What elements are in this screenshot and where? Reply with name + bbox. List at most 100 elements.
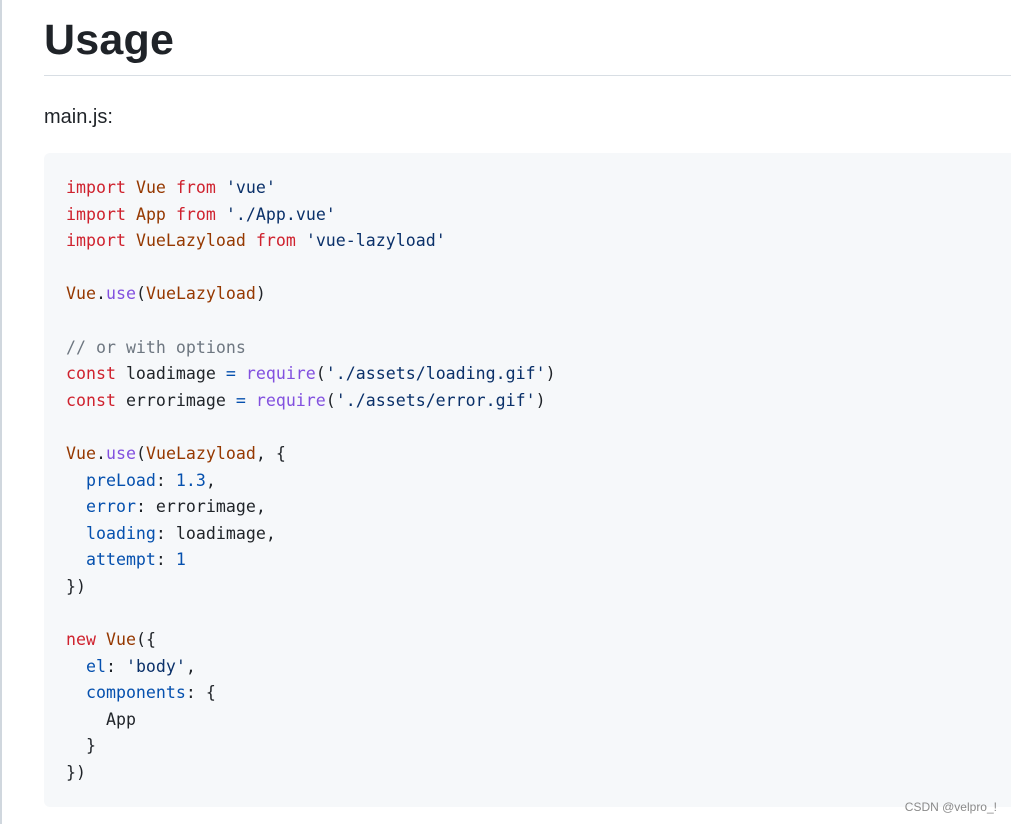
code-token: attempt: [85, 550, 156, 570]
code-token: // or with options: [66, 337, 246, 357]
code-token: (: [325, 390, 336, 410]
code-token: .: [95, 284, 106, 304]
code-token: [66, 683, 86, 702]
code-line: error: errorimage,: [66, 494, 556, 521]
code-token: use: [105, 284, 136, 304]
code-token: (: [315, 364, 326, 384]
code-token: App: [66, 709, 136, 729]
code-line: // or with options: [66, 335, 556, 362]
code-token: ({: [135, 630, 156, 650]
code-line: import Vue from 'vue': [66, 175, 556, 202]
code-token: 'vue': [225, 178, 276, 197]
code-token: :: [105, 656, 126, 676]
code-token: }: [66, 736, 96, 756]
code-token: loading: [85, 523, 156, 543]
code-token: components: [85, 683, 186, 703]
code-line: }): [66, 574, 556, 601]
code-token: from: [255, 231, 296, 251]
code-token: [296, 231, 306, 250]
code-line: components: {: [66, 680, 556, 707]
code-token: [126, 205, 136, 224]
code-line: preLoad: 1.3,: [66, 468, 556, 495]
code-line: [66, 308, 556, 335]
code-token: : {: [185, 683, 216, 703]
code-token: VueLazyload: [145, 284, 256, 304]
code-token: ,: [205, 470, 216, 490]
code-line: [66, 255, 556, 282]
code-token: VueLazyload: [135, 231, 246, 251]
code-token: Vue: [135, 178, 166, 197]
code-token: 'vue-lazyload': [305, 231, 446, 251]
code-token: [126, 178, 136, 197]
code-token: VueLazyload: [145, 443, 256, 463]
code-token: [246, 231, 256, 250]
code-token: 'body': [125, 656, 186, 676]
heading-divider: [44, 75, 1011, 76]
code-token: : loadimage,: [155, 523, 276, 543]
page-title: Usage: [44, 16, 175, 64]
code-token: (: [135, 443, 146, 463]
code-token: './assets/loading.gif': [325, 364, 546, 384]
code-token: loadimage: [115, 364, 226, 384]
code-token: =: [235, 390, 246, 410]
code-token: [66, 524, 86, 543]
code-token: 1.3: [175, 470, 206, 490]
code-token: Vue: [66, 284, 96, 304]
code-token: [66, 657, 86, 676]
code-token: import: [66, 231, 126, 251]
code-line: }: [66, 733, 556, 760]
left-border: [0, 0, 2, 824]
code-token: (: [135, 284, 146, 304]
code-token: from: [175, 204, 216, 224]
code-token: [66, 497, 86, 516]
code-token: 1: [175, 550, 186, 570]
code-token: './assets/error.gif': [335, 390, 536, 410]
code-token: [96, 630, 106, 649]
code-token: Vue: [105, 630, 136, 650]
code-token: require: [245, 364, 316, 384]
code-token: from: [175, 178, 216, 197]
code-line: import App from './App.vue': [66, 202, 556, 229]
code-token: }): [66, 576, 86, 596]
code-line: attempt: 1: [66, 547, 556, 574]
code-token: ,: [185, 656, 196, 676]
code-token: Vue: [66, 443, 96, 463]
file-label: main.js:: [44, 106, 113, 128]
code-token: [126, 231, 136, 250]
code-token: [166, 205, 176, 224]
code-token: import: [66, 204, 126, 224]
code-token: =: [225, 364, 236, 384]
code-token: [246, 391, 256, 410]
code-token: , {: [255, 443, 286, 463]
code-token: const: [66, 364, 116, 384]
code-line: loading: loadimage,: [66, 521, 556, 548]
code-line: el: 'body',: [66, 654, 556, 681]
code-line: [66, 414, 556, 441]
code-token: const: [66, 390, 116, 410]
code-token: :: [155, 470, 176, 490]
code-token: :: [155, 550, 176, 570]
code-token: new: [66, 630, 96, 650]
code-line: }): [66, 760, 556, 787]
code-token: './App.vue': [225, 204, 336, 224]
code-token: [216, 205, 226, 224]
code-line: const errorimage = require('./assets/err…: [66, 388, 556, 415]
code-token: [216, 178, 226, 197]
code-token: ): [255, 284, 266, 304]
code-block[interactable]: import Vue from 'vue'import App from './…: [44, 153, 1011, 807]
code-token: [66, 471, 86, 490]
code-line: Vue.use(VueLazyload, {: [66, 441, 556, 468]
code-line: Vue.use(VueLazyload): [66, 281, 556, 308]
code-content[interactable]: import Vue from 'vue'import App from './…: [66, 175, 556, 787]
code-token: require: [255, 390, 326, 410]
code-token: }): [66, 763, 86, 783]
code-token: errorimage: [115, 390, 236, 410]
code-token: el: [85, 656, 106, 676]
code-token: import: [66, 178, 126, 197]
code-token: .: [95, 443, 106, 463]
code-token: [236, 364, 246, 383]
code-token: error: [85, 497, 136, 517]
code-line: import VueLazyload from 'vue-lazyload': [66, 228, 556, 255]
code-token: ): [535, 390, 546, 410]
watermark: CSDN @velpro_!: [904, 800, 997, 814]
